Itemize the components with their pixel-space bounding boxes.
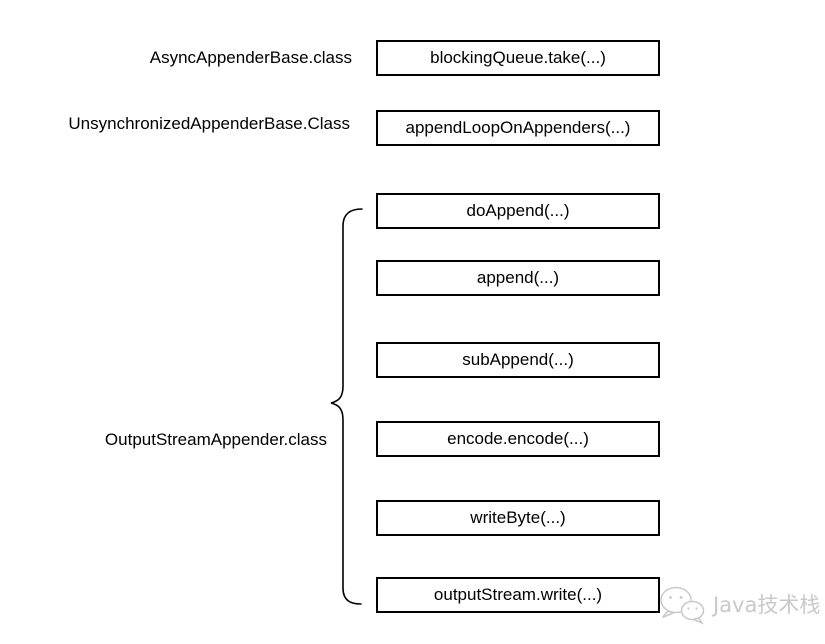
method-box-do-append: doAppend(...) bbox=[376, 193, 660, 229]
method-box-append: append(...) bbox=[376, 260, 660, 296]
class-label-output-stream-appender: OutputStreamAppender.class bbox=[104, 430, 327, 449]
curly-brace-icon bbox=[330, 208, 363, 605]
method-box-encode-encode: encode.encode(...) bbox=[376, 421, 660, 457]
method-box-blocking-queue-take: blockingQueue.take(...) bbox=[376, 40, 660, 76]
method-box-sub-append: subAppend(...) bbox=[376, 342, 660, 378]
method-box-output-stream-write: outputStream.write(...) bbox=[376, 577, 660, 613]
class-label-async-appender-base: AsyncAppenderBase.class bbox=[149, 48, 352, 67]
method-box-append-loop-on-appenders: appendLoopOnAppenders(...) bbox=[376, 110, 660, 146]
watermark: Java技术栈 bbox=[656, 585, 820, 625]
method-box-write-byte: writeByte(...) bbox=[376, 500, 660, 536]
wechat-icon bbox=[660, 586, 705, 625]
class-label-unsynchronized-appender-base: UnsynchronizedAppenderBase.Class bbox=[68, 114, 350, 133]
watermark-text: Java技术栈 bbox=[713, 593, 821, 617]
